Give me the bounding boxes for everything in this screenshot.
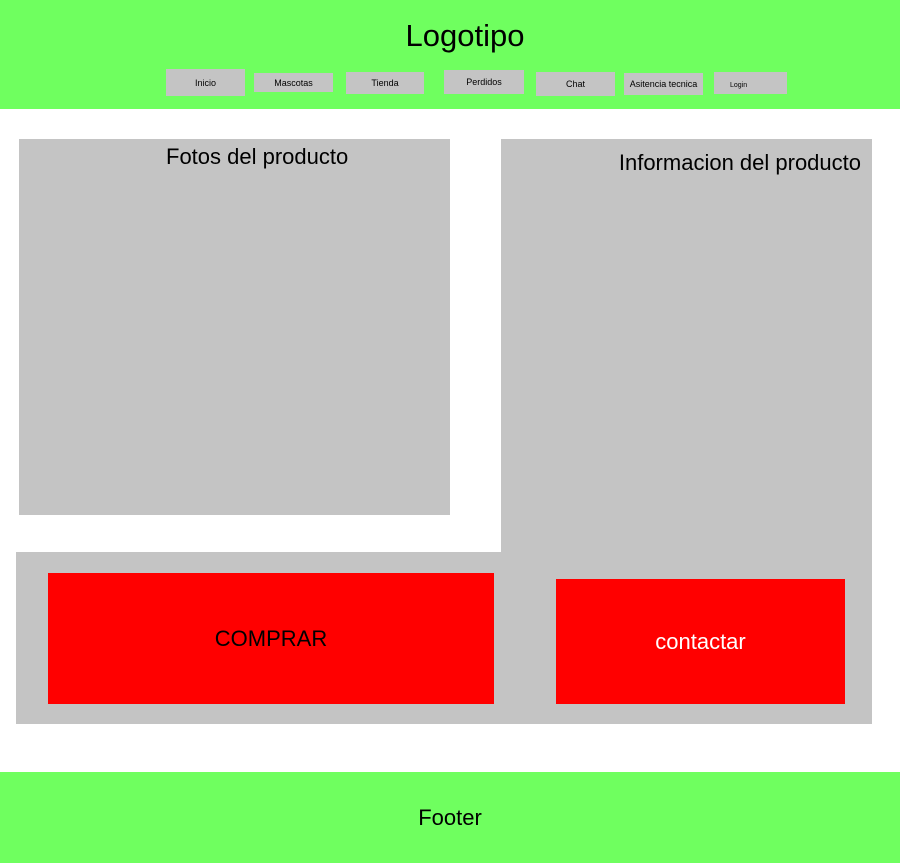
nav-item-label: Asitencia tecnica (629, 79, 698, 89)
product-photos-title: Fotos del producto (166, 144, 349, 169)
nav-item-label: Chat (565, 79, 585, 89)
header: Logotipo Inicio Mascotas Tienda Perdidos… (0, 0, 900, 109)
nav-item-tienda[interactable]: Tienda (346, 72, 424, 94)
nav-item-perdidos[interactable]: Perdidos (444, 70, 524, 94)
nav-item-label: Perdidos (466, 77, 502, 87)
footer-label: Footer (418, 804, 482, 830)
nav-item-label: Login (730, 82, 748, 89)
product-info-title: Informacion del producto (618, 150, 861, 175)
nav-item-asistencia[interactable]: Asitencia tecnica (624, 73, 703, 95)
buy-button-label: COMPRAR (214, 625, 328, 651)
nav-item-chat[interactable]: Chat (536, 72, 615, 96)
nav-item-label: Inicio (194, 77, 216, 88)
nav-item-mascotas[interactable]: Mascotas (254, 73, 333, 92)
product-photos-panel: Fotos del producto (19, 139, 450, 515)
buy-button[interactable]: COMPRAR (48, 573, 494, 704)
nav-item-label: Tienda (371, 78, 399, 88)
contact-button-label: contactar (655, 628, 746, 654)
nav-item-login[interactable]: Login (714, 72, 787, 94)
contact-button[interactable]: contactar (556, 579, 845, 704)
nav-item-label: Mascotas (274, 77, 313, 88)
logo: Logotipo (405, 18, 525, 53)
footer: Footer (0, 772, 900, 863)
nav-item-inicio[interactable]: Inicio (166, 69, 245, 96)
